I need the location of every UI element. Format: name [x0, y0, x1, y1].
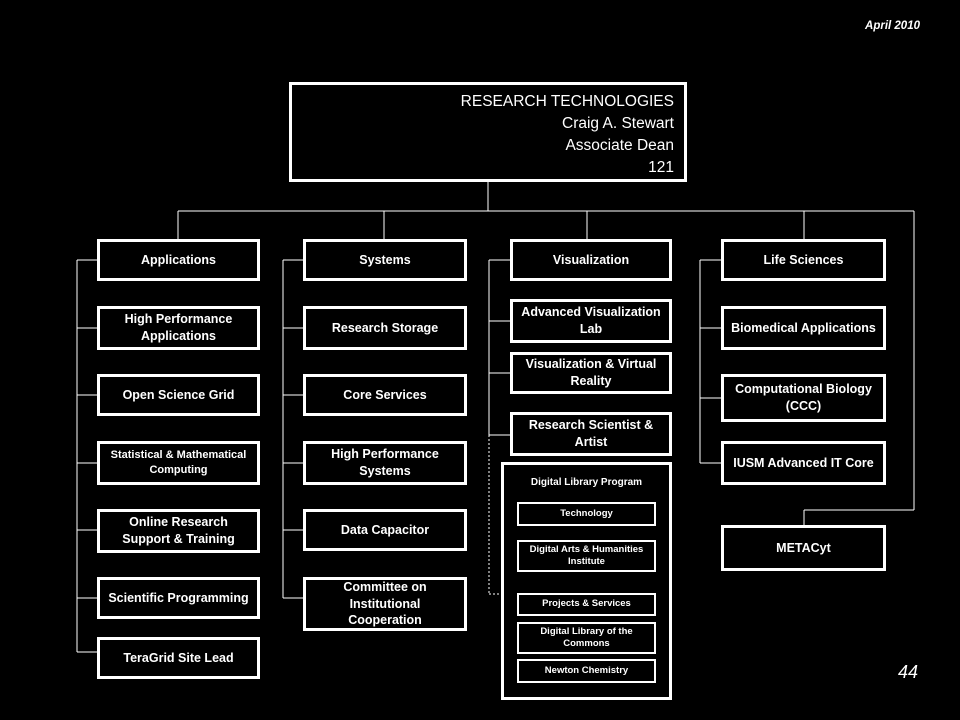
- visualization-item: Advanced Visualization Lab: [510, 299, 672, 343]
- systems-item: Data Capacitor: [303, 509, 467, 551]
- life-sciences-item: Biomedical Applications: [721, 306, 886, 350]
- root-box: RESEARCH TECHNOLOGIES Craig A. Stewart A…: [289, 82, 687, 182]
- life-sciences-item: IUSM Advanced IT Core: [721, 441, 886, 485]
- root-name: Craig A. Stewart: [562, 115, 674, 132]
- digital-library-item: Technology: [517, 502, 656, 526]
- digital-library-item: Newton Chemistry: [517, 659, 656, 683]
- systems-item: Committee on Institutional Cooperation: [303, 577, 467, 631]
- systems-item: High Performance Systems: [303, 441, 467, 485]
- systems-item: Core Services: [303, 374, 467, 416]
- applications-item: Open Science Grid: [97, 374, 260, 416]
- date-label: April 2010: [865, 20, 920, 32]
- visualization-item: Visualization & Virtual Reality: [510, 352, 672, 394]
- digital-library-item: Digital Arts & Humanities Institute: [517, 540, 656, 572]
- visualization-header: Visualization: [510, 239, 672, 281]
- applications-item: TeraGrid Site Lead: [97, 637, 260, 679]
- applications-item: High Performance Applications: [97, 306, 260, 350]
- root-role: Associate Dean: [565, 137, 674, 154]
- root-number: 121: [648, 159, 674, 176]
- applications-item: Scientific Programming: [97, 577, 260, 619]
- systems-item: Research Storage: [303, 306, 467, 350]
- root-title: RESEARCH TECHNOLOGIES: [460, 93, 674, 110]
- systems-header: Systems: [303, 239, 467, 281]
- digital-library-item: Projects & Services: [517, 593, 656, 616]
- applications-header: Applications: [97, 239, 260, 281]
- digital-library-title: Digital Library Program: [530, 477, 643, 488]
- visualization-item: Research Scientist & Artist: [510, 412, 672, 456]
- metacyt-box: METACyt: [721, 525, 886, 571]
- page-number: 44: [897, 662, 918, 682]
- life-sciences-header: Life Sciences: [721, 239, 886, 281]
- applications-item: Online Research Support & Training: [97, 509, 260, 553]
- life-sciences-item: Computational Biology (CCC): [721, 374, 886, 422]
- digital-library-item: Digital Library of the Commons: [517, 622, 656, 654]
- applications-item: Statistical & Mathematical Computing: [97, 441, 260, 485]
